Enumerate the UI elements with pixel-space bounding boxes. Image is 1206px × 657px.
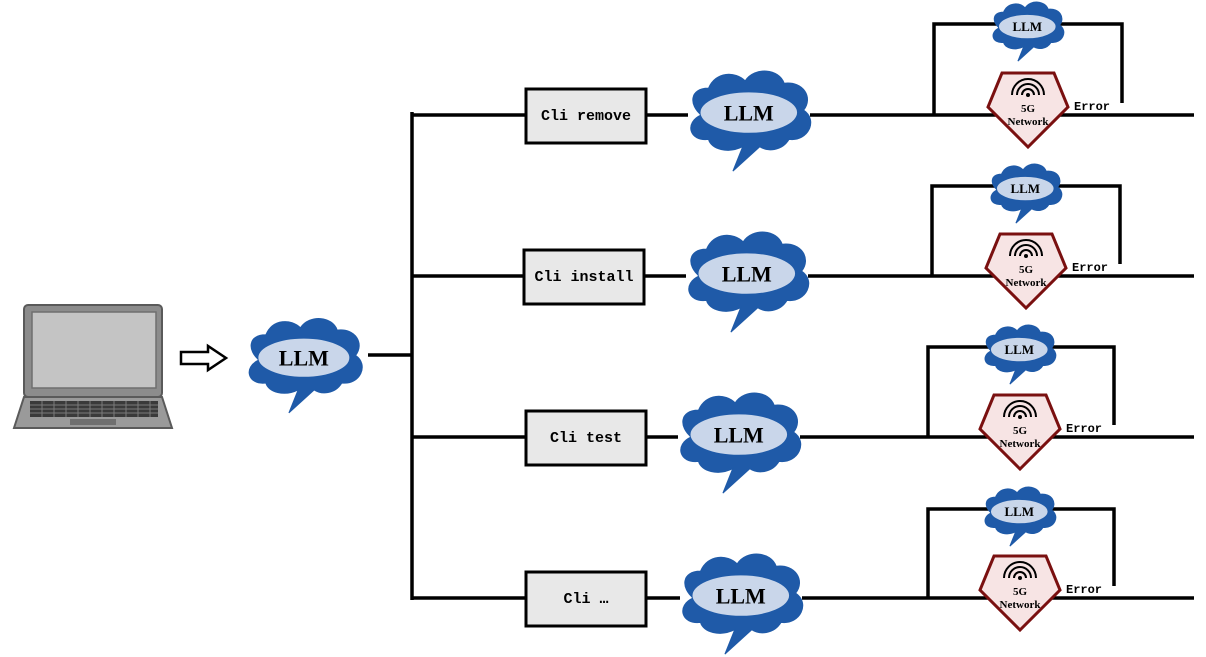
cli-command-label: Cli … — [563, 591, 608, 608]
cli-command-label: Cli remove — [541, 108, 631, 125]
wifi-icon — [1003, 400, 1037, 419]
error-label: Error — [1066, 422, 1102, 436]
network-label-line1: 5G — [1019, 264, 1034, 276]
loop-llm-cloud: LLM — [992, 1, 1065, 62]
network-label-line2: Network — [1006, 277, 1048, 289]
right-arrow-icon — [179, 343, 229, 373]
main-llm-cloud: LLM — [248, 318, 363, 414]
network-pentagon — [978, 554, 1062, 633]
cli-command-box — [522, 248, 646, 306]
loop-llm-cloud: LLM — [984, 324, 1057, 385]
wifi-icon — [1003, 561, 1037, 580]
error-label: Error — [1072, 261, 1108, 275]
error-label: Error — [1066, 583, 1102, 597]
network-label-line1: 5G — [1013, 586, 1028, 598]
loop-llm-cloud-label: LLM — [1004, 342, 1034, 357]
branch-llm-cloud-label: LLM — [716, 583, 766, 608]
loop-llm-cloud: LLM — [984, 486, 1057, 547]
wifi-icon — [1009, 239, 1043, 258]
loop-llm-cloud-label: LLM — [1004, 504, 1034, 519]
network-label-line2: Network — [1008, 116, 1050, 128]
network-label-line2: Network — [1000, 599, 1042, 611]
network-label-line2: Network — [1000, 438, 1042, 450]
cli-command-box — [524, 570, 648, 628]
branch-llm-cloud: LLM — [688, 231, 810, 333]
branch-llm-cloud-label: LLM — [724, 100, 774, 125]
branch-llm-cloud: LLM — [690, 70, 812, 172]
network-pentagon — [986, 71, 1070, 150]
error-label: Error — [1074, 100, 1110, 114]
network-pentagon — [978, 393, 1062, 472]
cli-command-box — [524, 87, 648, 145]
network-label-line1: 5G — [1021, 103, 1036, 115]
loop-llm-cloud-label: LLM — [1010, 181, 1040, 196]
cli-command-label: Cli install — [534, 269, 633, 286]
branch-llm-cloud-label: LLM — [714, 422, 764, 447]
network-label-line1: 5G — [1013, 425, 1028, 437]
network-pentagon — [984, 232, 1068, 311]
branch-llm-cloud: LLM — [682, 553, 804, 655]
cli-command-box — [524, 409, 648, 467]
main-llm-cloud-shape: LLM — [248, 318, 363, 414]
branch-llm-cloud-label: LLM — [722, 261, 772, 286]
cli-command-label: Cli test — [550, 430, 622, 447]
laptop-icon — [12, 304, 174, 429]
loop-llm-cloud: LLM — [990, 163, 1063, 224]
loop-llm-cloud-label: LLM — [1012, 19, 1042, 34]
wifi-icon — [1011, 78, 1045, 97]
branch-llm-cloud: LLM — [680, 392, 802, 494]
main-llm-cloud-shape-label: LLM — [279, 345, 329, 370]
